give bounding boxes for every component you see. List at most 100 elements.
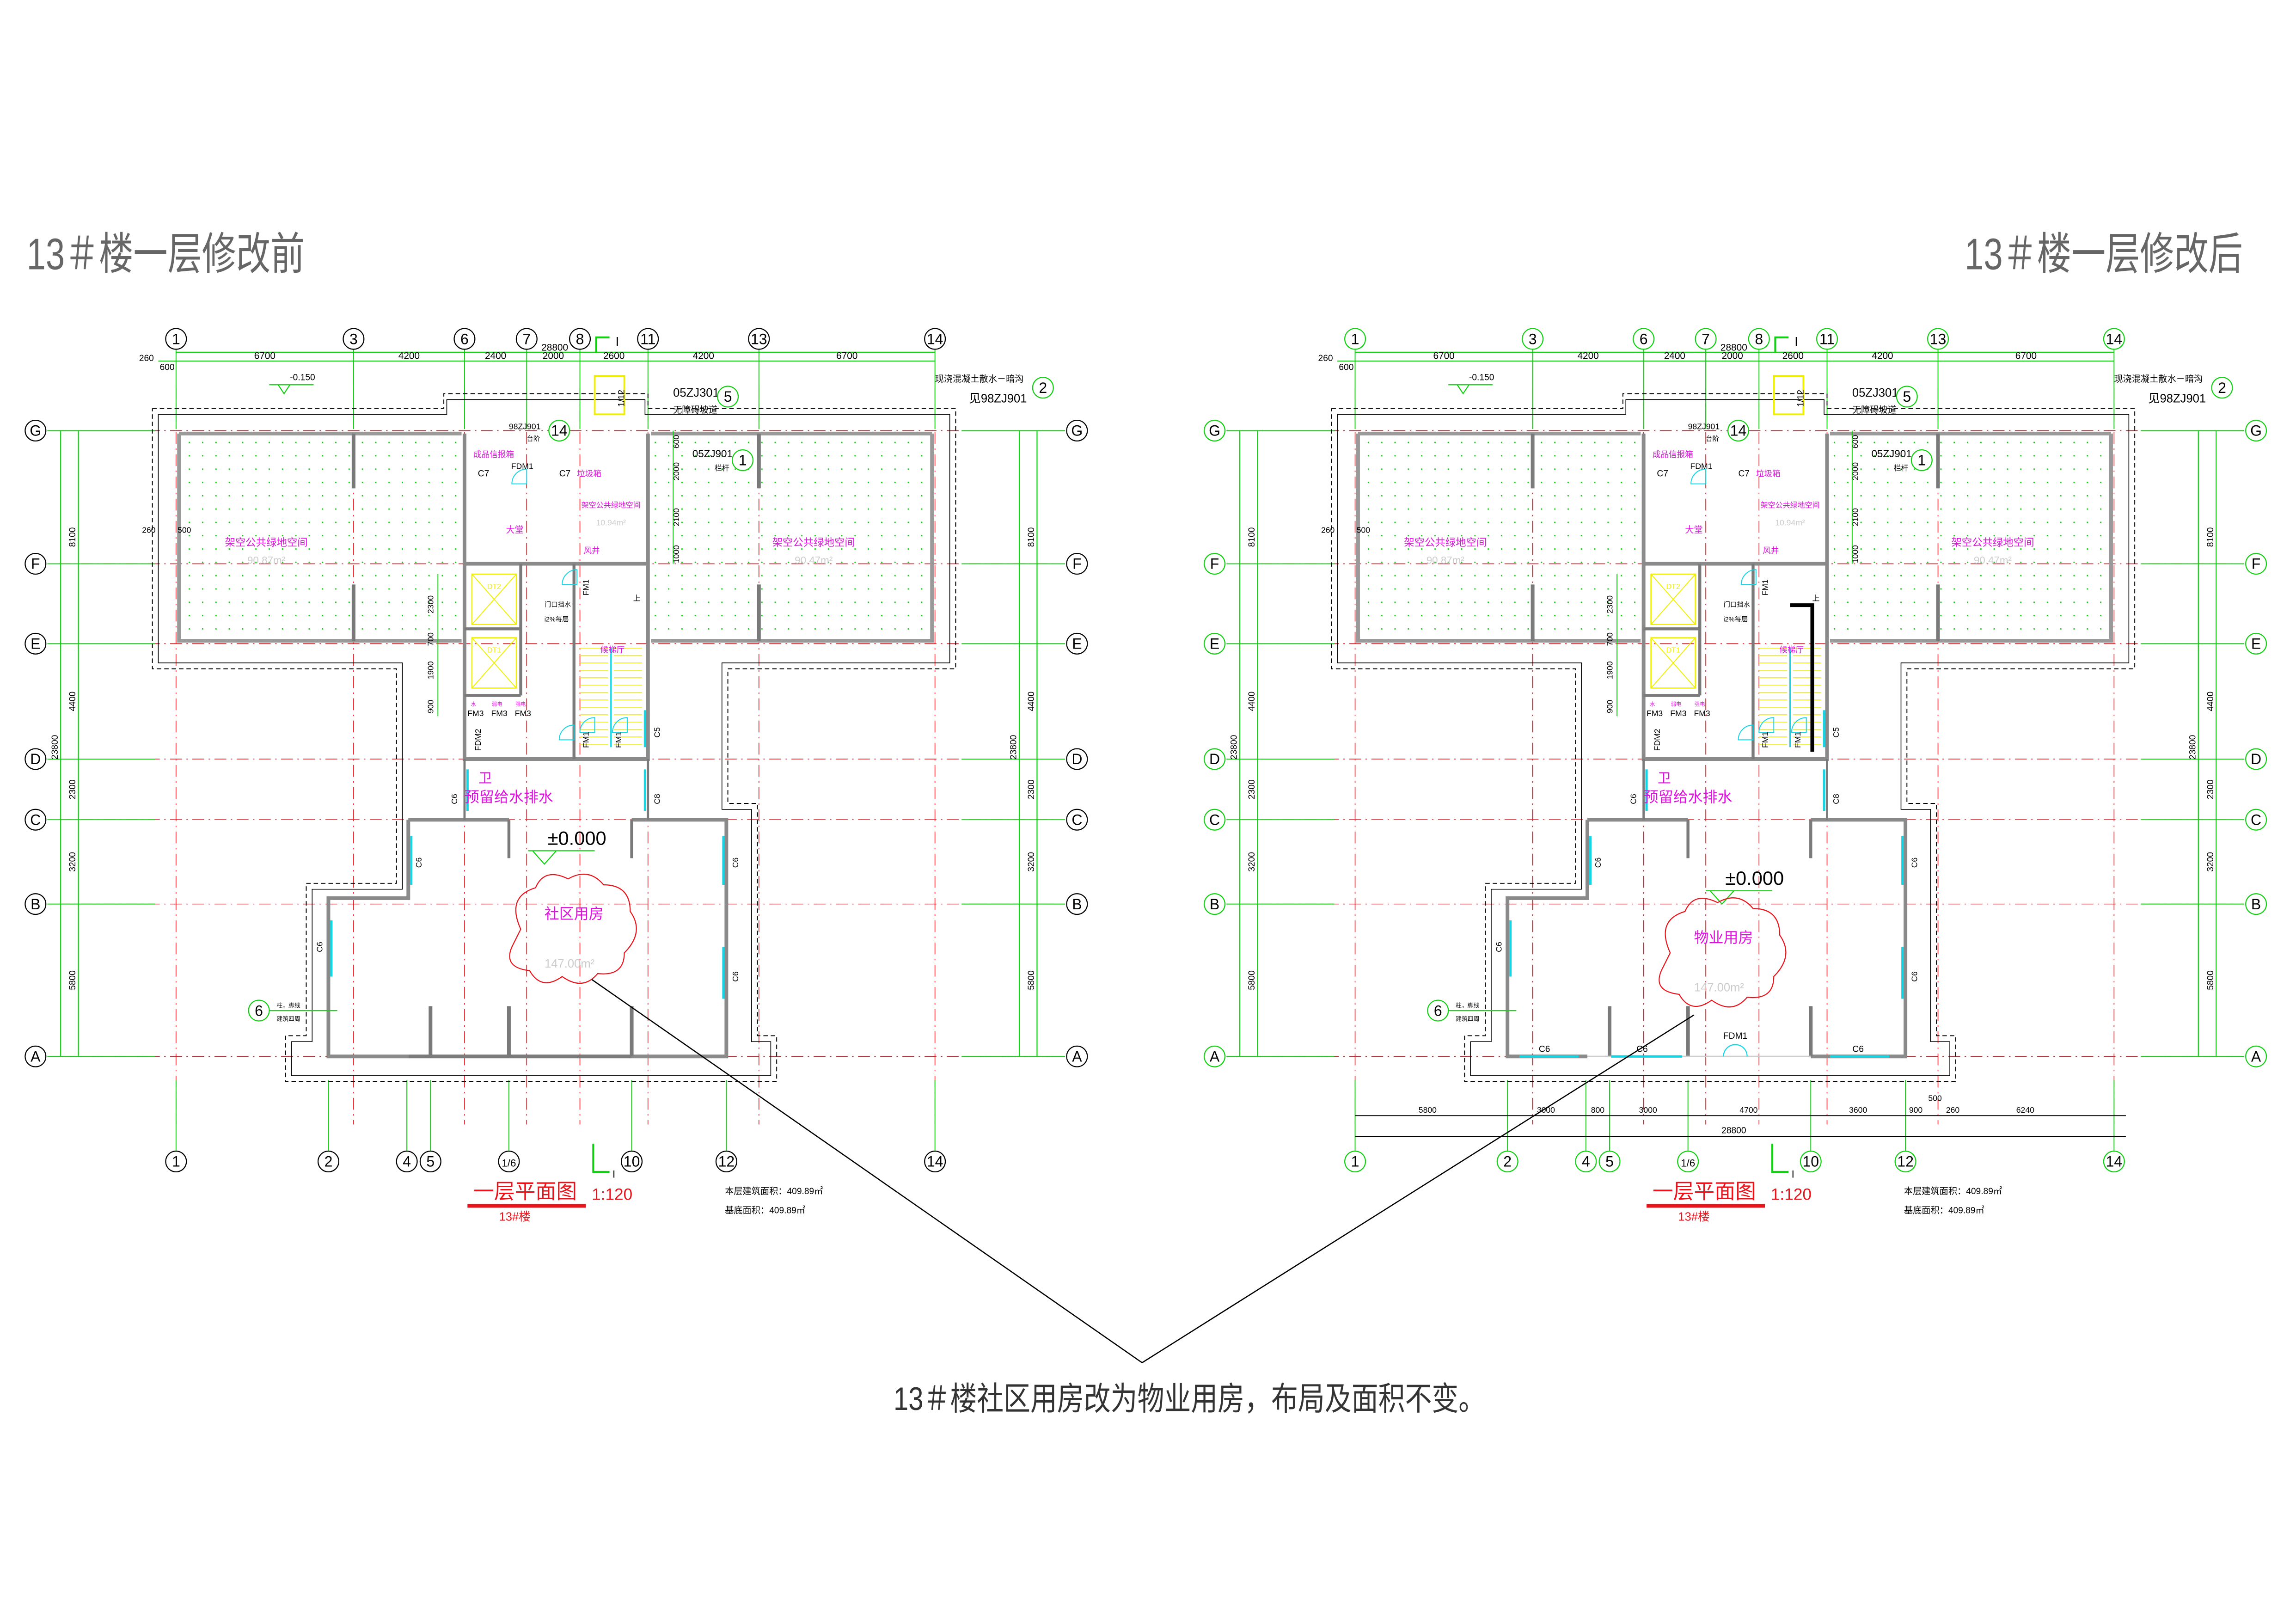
door-label: FM1 — [614, 732, 623, 748]
axis-bottom-7-label: 14 — [927, 1153, 943, 1170]
dim-side-segment: 3200 — [2206, 852, 2216, 872]
level-symbol — [1706, 890, 1773, 905]
dim-bottom-segment: 260 — [1946, 1105, 1960, 1115]
door-label: FM3 — [1694, 709, 1710, 718]
axis-bottom-1-label: 2 — [325, 1153, 333, 1170]
dim-core: 2300 — [426, 595, 435, 613]
room-area: 10.94m² — [1775, 518, 1805, 527]
dim-inner: 2000 — [672, 462, 681, 480]
section-mark-top: I — [1794, 335, 1798, 349]
shaft-label: 弱电 — [1671, 701, 1681, 707]
section-symbol-top — [595, 336, 610, 352]
window-label: C6 — [1629, 794, 1638, 804]
axis-top-4-label: 8 — [1755, 331, 1763, 347]
ramp-ref: 05ZJ301 — [673, 386, 719, 399]
door-label: FM3 — [467, 709, 484, 718]
level-symbol — [528, 850, 595, 865]
skirting-note: 柱，脚线 — [1456, 1002, 1479, 1009]
dim-side-segment: 4400 — [1247, 692, 1257, 711]
axis-top-1-label: 3 — [349, 331, 358, 347]
axis-bottom-4-bubble — [1677, 1150, 1699, 1173]
step-detail-bubble — [548, 419, 570, 442]
room-label-green-right: 架空公共绿地空间 — [1951, 537, 2034, 548]
axis-left-4-bubble — [1203, 809, 1226, 831]
base-area-note: 基底面积：409.89㎡ — [1904, 1205, 1984, 1216]
axis-bottom-2-label: 4 — [1582, 1153, 1590, 1170]
dim-top-segment: 2600 — [1782, 350, 1804, 361]
dim-core: 900 — [426, 699, 435, 713]
dim-side-total: 23800 — [2188, 735, 2198, 760]
axis-bottom-5-label: 10 — [624, 1153, 640, 1170]
axis-left-5-label: B — [1210, 896, 1219, 913]
axis-right-3-bubble — [1066, 748, 1088, 770]
axis-top-6-label: 13 — [1930, 331, 1947, 347]
mailbox-label: 成品信报箱 — [473, 450, 514, 459]
axis-right-3-bubble — [2245, 748, 2267, 770]
window-label: C5 — [652, 727, 661, 738]
room-label-vent: 风井 — [1763, 546, 1779, 555]
step-detail-bubble — [1727, 419, 1749, 442]
axis-top-4-label: 8 — [576, 331, 584, 347]
apron-detail-label: 2 — [2218, 380, 2226, 396]
dim-side-segment: 5800 — [1027, 970, 1036, 990]
dim-side-segment: 2300 — [1027, 779, 1036, 799]
dim-top-segment: 2000 — [543, 350, 564, 361]
dim-side-segment: 8100 — [68, 527, 78, 547]
axis-left-6-label: A — [1210, 1048, 1220, 1065]
door-label: FM3 — [491, 709, 508, 718]
room-label-toilet: 卫 — [1658, 771, 1671, 786]
wall-wing-left — [177, 433, 462, 643]
ramp-label: 无障碍坡道 — [1852, 405, 1897, 415]
window-label: C7 — [1738, 469, 1750, 479]
axis-top-0-bubble — [165, 328, 187, 350]
door-swing — [558, 724, 575, 741]
elevator-cross — [1650, 574, 1696, 625]
axis-left-1-bubble — [24, 553, 47, 575]
room-area: 10.94m² — [596, 518, 626, 527]
door-label: FDM1 — [1690, 462, 1712, 471]
rail-detail-bubble — [732, 449, 754, 472]
dim-side-segment: 2300 — [1247, 779, 1257, 799]
axis-bottom-3-label: 5 — [426, 1153, 435, 1170]
room-label-lobby: 大堂 — [1685, 525, 1702, 535]
window-label: C7 — [1657, 469, 1668, 479]
slope-note: i2%每层 — [1723, 615, 1748, 623]
dim-bottom-segment: 5800 — [1419, 1105, 1437, 1115]
dim-bottom-segment: 3000 — [1639, 1105, 1657, 1115]
base-area-note: 基底面积：409.89㎡ — [725, 1205, 805, 1216]
wall-lower-right — [631, 818, 729, 1059]
door-swing — [1791, 717, 1807, 733]
axis-top-3-label: 7 — [522, 331, 531, 347]
room-label-vent: 风井 — [584, 546, 600, 555]
axis-right-5-bubble — [1066, 893, 1088, 915]
step-detail-label: 14 — [551, 423, 568, 439]
dim-top-segment: 6700 — [836, 350, 857, 361]
axis-bottom-1-bubble — [1496, 1150, 1518, 1173]
step-detail-label: 14 — [1730, 423, 1747, 439]
dim-core: 900 — [1605, 699, 1614, 713]
dim-inner: 2000 — [1851, 462, 1860, 480]
dim-bottom-segment: 800 — [1591, 1105, 1605, 1115]
axis-bottom-6-label: 12 — [718, 1153, 735, 1170]
room-area-main: 147.00m² — [545, 957, 595, 970]
shaft-label: 强电 — [515, 701, 526, 707]
apron-outline — [1337, 399, 2130, 1076]
dim-side-segment: 5800 — [1247, 970, 1257, 990]
axis-top-6-bubble — [748, 328, 770, 350]
shaft-label: 水 — [1650, 701, 1655, 707]
axis-left-0-bubble — [1203, 419, 1226, 442]
window-label: C6 — [450, 794, 459, 804]
door-swing — [562, 569, 578, 585]
axis-right-3-label: D — [2251, 751, 2261, 767]
section-mark-top: I — [615, 335, 619, 349]
dim-core: 700 — [1605, 632, 1614, 646]
window-label: C7 — [559, 469, 571, 479]
axis-left-6-bubble — [1203, 1045, 1226, 1067]
axis-left-0-label: G — [1209, 423, 1220, 439]
axis-left-4-bubble — [24, 809, 47, 831]
axis-top-3-bubble — [515, 328, 538, 350]
